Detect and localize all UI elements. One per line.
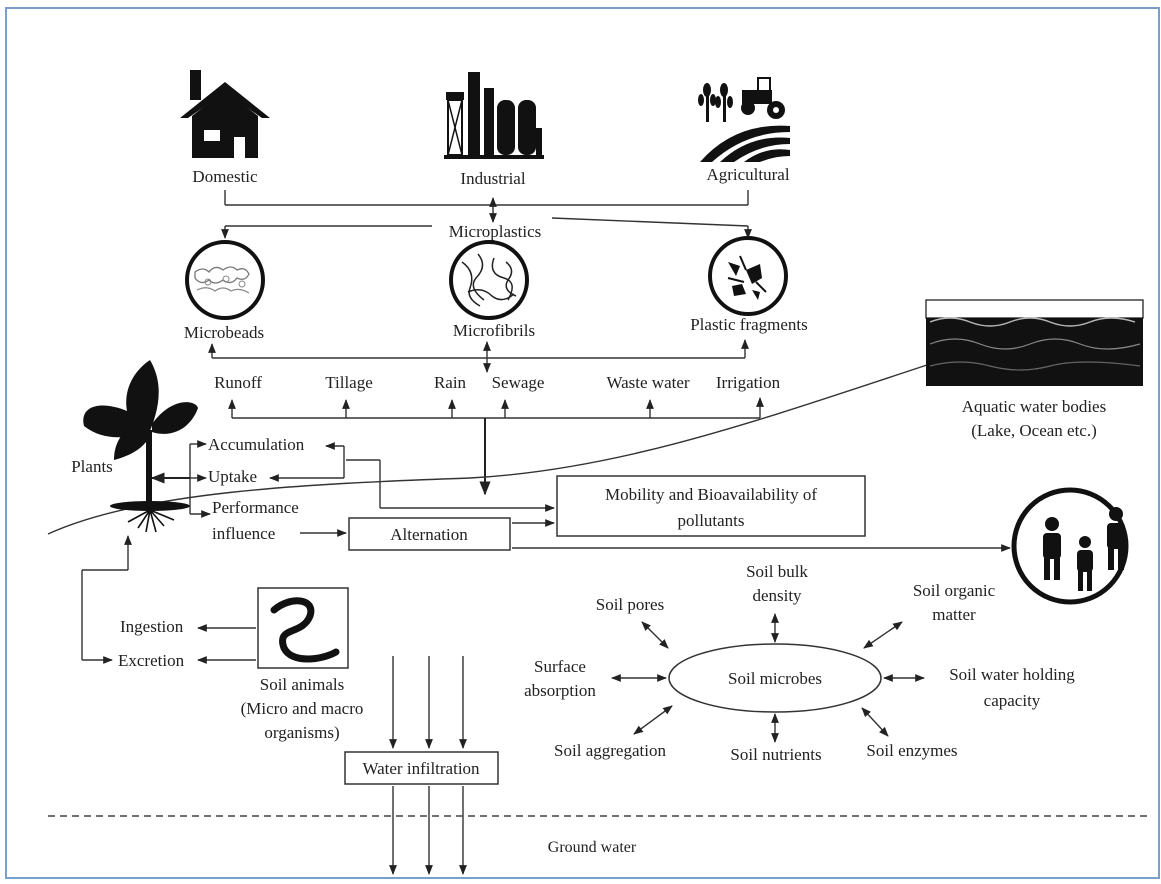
alternation-box	[348, 517, 511, 551]
pathway-waste-water: Waste water	[606, 373, 689, 392]
soil-water-label-line1: Soil water holding	[949, 665, 1075, 684]
water-infiltration-label: Water infiltration	[362, 759, 480, 778]
ground-water-label: Ground water	[548, 839, 637, 856]
soil-organic-label-line2: matter	[932, 605, 976, 624]
soil-water-label-line2: capacity	[984, 691, 1041, 710]
infiltration-arrows	[389, 656, 467, 875]
soil-animals-label-line1: Soil animals	[260, 675, 345, 694]
microbeads-icon	[185, 240, 265, 320]
soil-bulk-label-line2: density	[752, 586, 802, 605]
aquatic-water-image	[925, 299, 1144, 386]
worm-icon	[270, 597, 340, 663]
plastic-fragments-icon	[708, 236, 788, 316]
microbeads-label: Microbeads	[184, 323, 264, 342]
pathway-connectors	[228, 397, 764, 496]
source-agricultural-label: Agricultural	[706, 165, 789, 184]
surface-absorption-label-line1: Surface	[534, 657, 586, 676]
plants-label: Plants	[71, 457, 113, 476]
microfibrils-icon	[449, 240, 529, 320]
microfibrils-label: Microfibrils	[453, 321, 535, 340]
water-infiltration-box	[344, 751, 499, 785]
people-icon	[1011, 487, 1129, 605]
aquatic-label-line2: (Lake, Ocean etc.)	[971, 421, 1097, 440]
soil-microbes-label: Soil microbes	[728, 669, 822, 688]
plastic-fragments-label: Plastic fragments	[690, 315, 808, 334]
uptake-label: Uptake	[208, 467, 257, 486]
type-connectors	[208, 339, 749, 373]
factory-icon	[444, 72, 544, 159]
accumulation-label: Accumulation	[208, 435, 305, 454]
soil-microbe-connectors	[611, 613, 925, 743]
source-connectors	[221, 190, 752, 239]
soil-nutrients-label: Soil nutrients	[730, 745, 821, 764]
house-icon	[180, 70, 270, 158]
aquatic-label-line1: Aquatic water bodies	[962, 397, 1106, 416]
surface-absorption-label-line2: absorption	[524, 681, 596, 700]
agriculture-icon	[698, 77, 790, 162]
soil-bulk-label-line1: Soil bulk	[746, 562, 808, 581]
pathway-rain: Rain	[434, 373, 467, 392]
pathway-tillage: Tillage	[325, 373, 373, 392]
soil-animals-label-line3: organisms)	[264, 723, 339, 742]
performance-label-line1: Performance	[212, 498, 299, 517]
mobility-label-line1: Mobility and Bioavailability of	[605, 485, 817, 504]
pathway-irrigation: Irrigation	[716, 373, 781, 392]
source-domestic-label: Domestic	[192, 167, 258, 186]
microplastics-label: Microplastics	[449, 222, 542, 241]
plant-connectors	[150, 440, 555, 537]
excretion-label: Excretion	[118, 651, 185, 670]
soil-aggregation-label: Soil aggregation	[554, 741, 666, 760]
plant-icon	[83, 360, 198, 533]
frame-border	[5, 7, 1160, 879]
pathway-runoff: Runoff	[214, 373, 262, 392]
soil-pores-label: Soil pores	[596, 595, 664, 614]
source-industrial-label: Industrial	[460, 169, 525, 188]
performance-label-line2: influence	[212, 524, 275, 543]
soil-microbes-ellipse	[668, 643, 882, 713]
alternation-connectors	[512, 519, 1011, 552]
mobility-box	[556, 475, 866, 537]
alternation-label: Alternation	[390, 525, 468, 544]
ingestion-label: Ingestion	[120, 617, 184, 636]
soil-organic-label-line1: Soil organic	[913, 581, 996, 600]
soil-enzymes-label: Soil enzymes	[866, 741, 957, 760]
mobility-label-line2: pollutants	[677, 511, 744, 530]
soil-animal-connectors	[81, 535, 256, 664]
soil-animals-label-line2: (Micro and macro	[241, 699, 364, 718]
pathway-sewage: Sewage	[492, 373, 545, 392]
